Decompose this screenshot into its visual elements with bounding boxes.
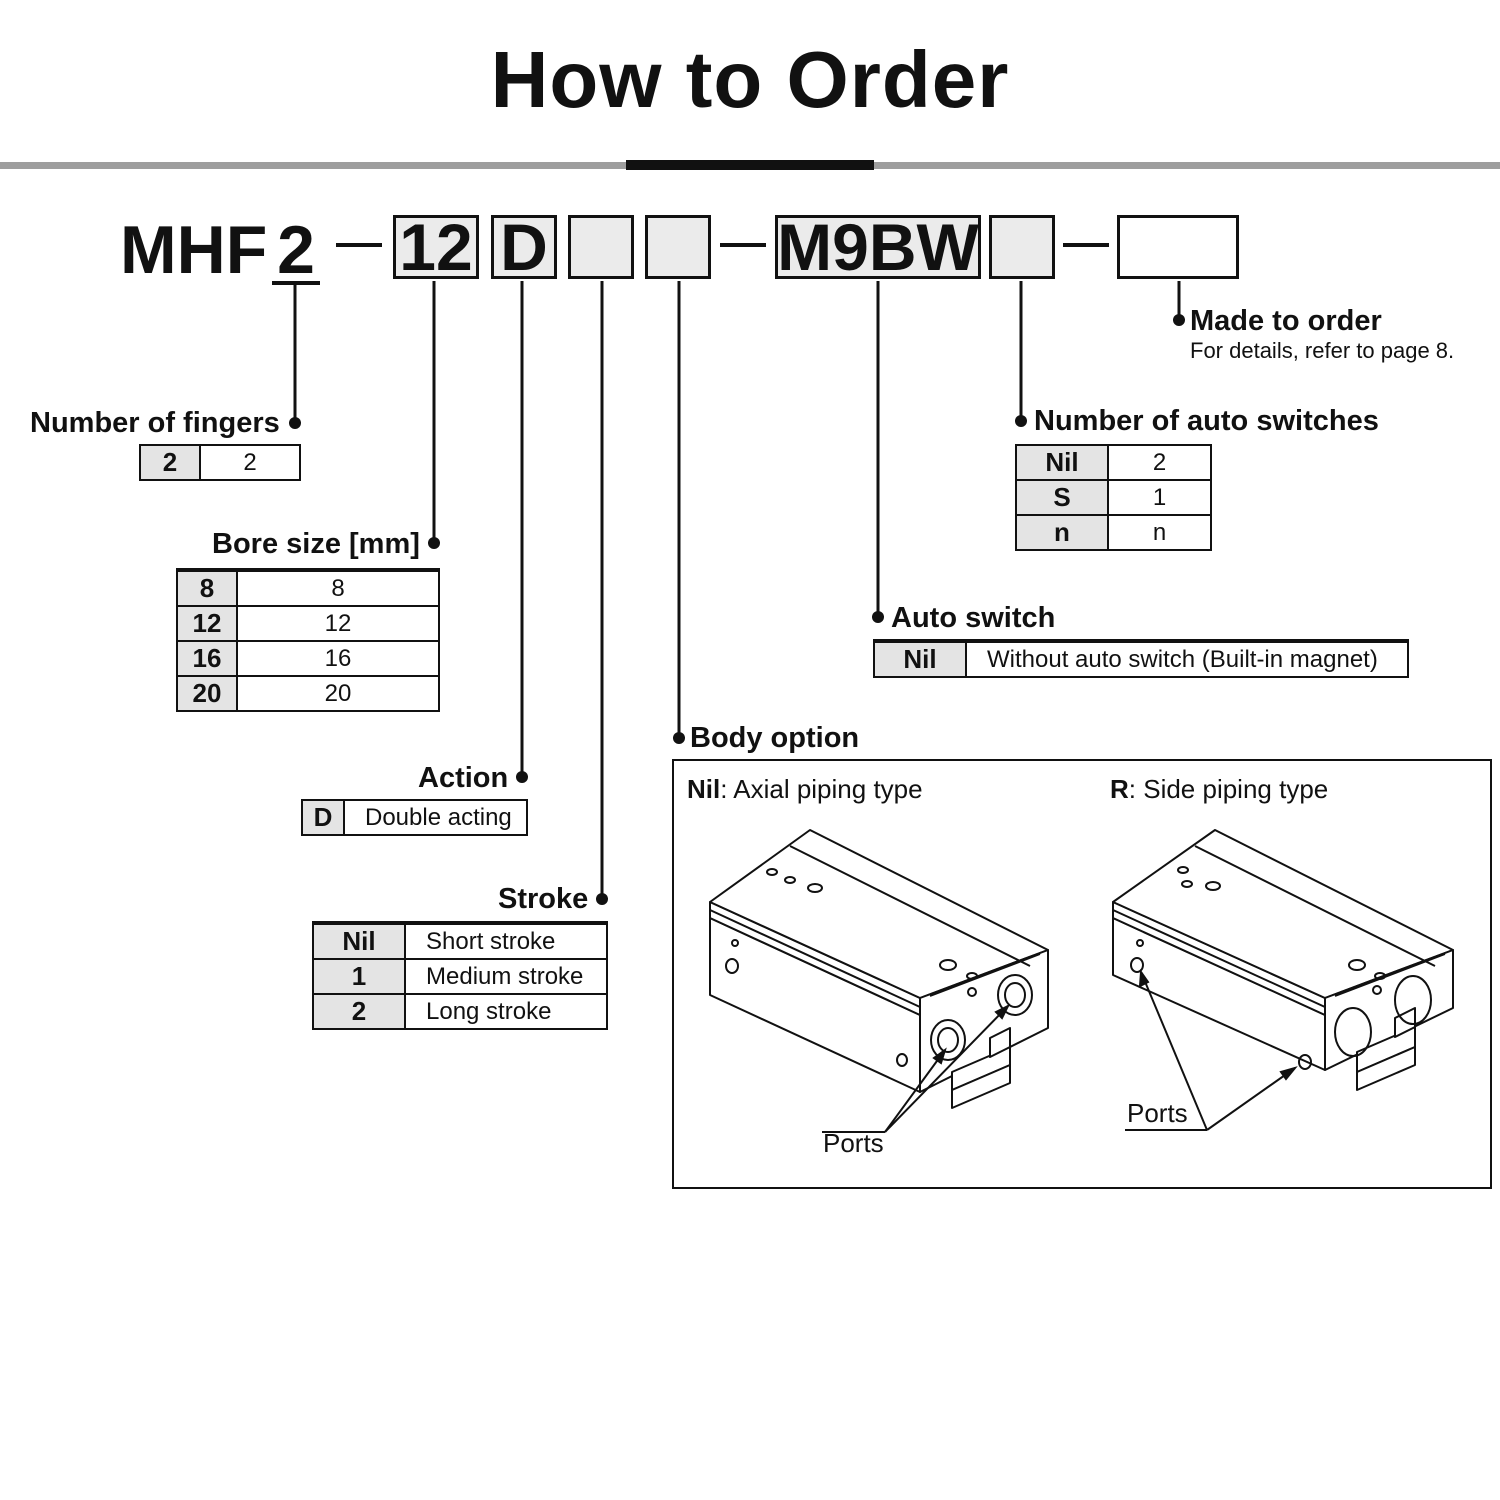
auto-switch-dot — [872, 611, 884, 623]
side-code: R — [1110, 774, 1129, 804]
option-value: 1 — [1107, 479, 1212, 516]
option-value: Medium stroke — [404, 958, 608, 995]
side-text: : Side piping type — [1128, 774, 1329, 804]
switch-count-code-box — [989, 215, 1055, 279]
option-value: Long stroke — [404, 993, 608, 1030]
body-option-dot — [673, 732, 685, 744]
option-value: Without auto switch (Built-in magnet) — [965, 640, 1409, 678]
option-code: 2 — [139, 444, 201, 481]
option-code: 20 — [176, 675, 238, 712]
code-dash-3 — [1063, 243, 1109, 247]
option-value: 2 — [1107, 444, 1212, 481]
option-code: Nil — [1015, 444, 1109, 481]
table-row: Nil Without auto switch (Built-in magnet… — [873, 640, 1409, 678]
auto-switch-label: Auto switch — [891, 602, 1056, 634]
option-value: n — [1107, 514, 1212, 551]
title-divider-accent — [626, 160, 874, 170]
option-code: 2 — [312, 993, 406, 1030]
action-code-box: D — [491, 214, 557, 280]
axial-text: : Axial piping type — [720, 774, 923, 804]
bore-dot — [428, 537, 440, 549]
axial-code: Nil — [687, 774, 721, 804]
made-to-order-label: Made to order — [1190, 305, 1382, 337]
stroke-label: Stroke — [498, 883, 589, 915]
option-value: 20 — [236, 675, 440, 712]
table-row: D Double acting — [301, 799, 528, 836]
made-to-order-dot — [1173, 314, 1185, 326]
body-option-code-box — [645, 215, 711, 279]
side-gripper-drawing — [1112, 829, 1454, 1131]
model-prefix: MHF — [120, 212, 268, 288]
option-value: 16 — [236, 640, 440, 677]
code-dash-2 — [720, 243, 766, 247]
axial-piping-caption: Nil: Axial piping type — [687, 774, 923, 804]
body-option-panel — [672, 759, 1492, 1189]
side-ports-label: Ports — [1127, 1098, 1188, 1128]
code-dash-1 — [336, 243, 382, 247]
made-to-order-code-box — [1117, 215, 1239, 279]
fingers-table: 2 2 — [139, 444, 301, 481]
option-code: 1 — [312, 958, 406, 995]
switch-count-dot — [1015, 415, 1027, 427]
option-code: 12 — [176, 605, 238, 642]
auto-switch-code-box: M9BW — [775, 214, 981, 280]
made-to-order-note: For details, refer to page 8. — [1190, 338, 1455, 363]
stroke-code-box — [568, 215, 634, 279]
switch-count-label: Number of auto switches — [1034, 405, 1379, 437]
table-row: 2 2 — [139, 444, 301, 481]
option-value: 2 — [199, 444, 301, 481]
option-code: S — [1015, 479, 1109, 516]
action-table: D Double acting — [301, 799, 528, 836]
page-title: How to Order — [490, 35, 1010, 124]
option-code: Nil — [873, 640, 967, 678]
option-value: Double acting — [343, 799, 528, 836]
option-code: 8 — [176, 569, 238, 607]
fingers-dot — [289, 417, 301, 429]
option-value: Short stroke — [404, 922, 608, 960]
option-code: D — [301, 799, 345, 836]
bore-code-box: 12 — [393, 214, 479, 280]
axial-ports-label: Ports — [823, 1128, 884, 1158]
fingers-underline — [272, 281, 320, 285]
fingers-label: Number of fingers — [30, 407, 280, 439]
option-value: 12 — [236, 605, 440, 642]
axial-gripper-drawing — [709, 829, 1049, 1133]
option-code: Nil — [312, 922, 406, 960]
action-dot — [516, 771, 528, 783]
action-label: Action — [418, 762, 509, 794]
bore-size-label: Bore size [mm] — [212, 528, 420, 560]
auto-switch-table: Nil Without auto switch (Built-in magnet… — [873, 639, 1409, 678]
option-value: 8 — [236, 569, 440, 607]
body-option-label: Body option — [690, 722, 860, 754]
option-code: n — [1015, 514, 1109, 551]
model-fingers-code: 2 — [277, 212, 315, 288]
option-code: 16 — [176, 640, 238, 677]
stroke-dot — [596, 893, 608, 905]
side-piping-caption: R: Side piping type — [1110, 774, 1328, 804]
